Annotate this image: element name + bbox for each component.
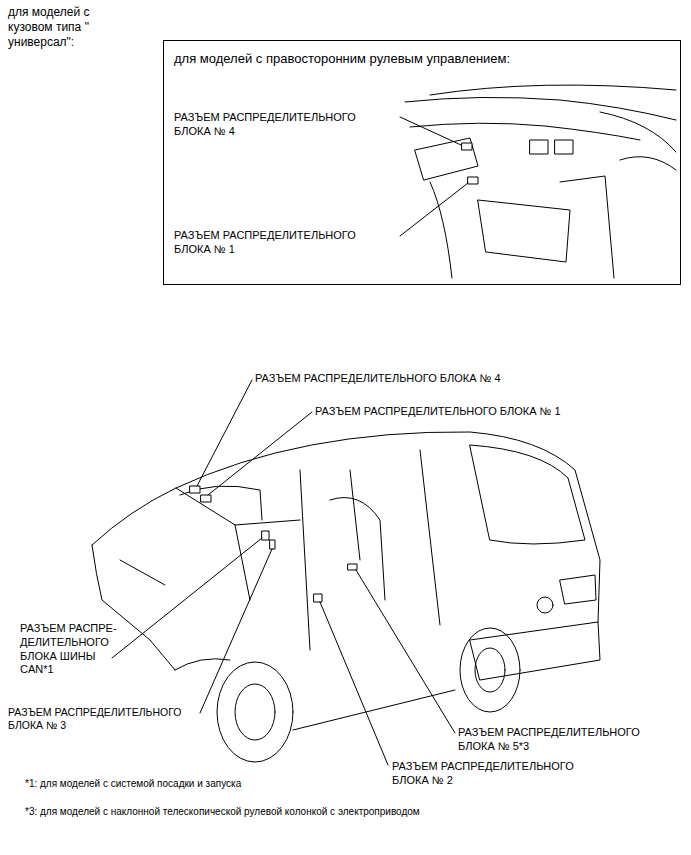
connector-label: РАЗЪЕМ РАСПРЕДЕЛИТЕЛЬНОГО БЛОКА № 4 xyxy=(255,372,501,386)
connector-label: РАЗЪЕМ РАСПРЕДЕЛИТЕЛЬНОГО БЛОКА № 5*3 xyxy=(458,726,673,754)
connector-label: РАЗЪЕМ РАСПРЕДЕЛИТЕЛЬНОГО БЛОКА № 3 xyxy=(8,706,208,732)
footnote: *3: для моделей с наклонной телескопичес… xyxy=(25,806,665,819)
inset-heading: для моделей с правосторонним рулевым упр… xyxy=(174,51,664,67)
connector-label: РАЗЪЕМ РАСПРЕДЕЛИТЕЛЬНОГО БЛОКА № 1 xyxy=(174,229,389,257)
inset-frame: для моделей с правосторонним рулевым упр… xyxy=(163,40,681,285)
connector-label: РАЗЪЕМ РАСПРЕДЕЛИТЕЛЬНОГО БЛОКА № 2 xyxy=(392,760,607,788)
connector-label: РАЗЪЕМ РАСПРЕДЕЛИТЕЛЬНОГО БЛОКА № 1 xyxy=(315,405,561,419)
connector-label: РАЗЪЕМ РАСПРЕ- ДЕЛИТЕЛЬНОГО БЛОКА ШИНЫ C… xyxy=(20,622,128,677)
diagram-title: для моделей с кузовом типа " универсал": xyxy=(8,5,130,50)
connector-label: РАЗЪЕМ РАСПРЕДЕЛИТЕЛЬНОГО БЛОКА № 4 xyxy=(174,111,389,139)
footnote: *1: для моделей с системой посадки и зап… xyxy=(25,778,665,791)
